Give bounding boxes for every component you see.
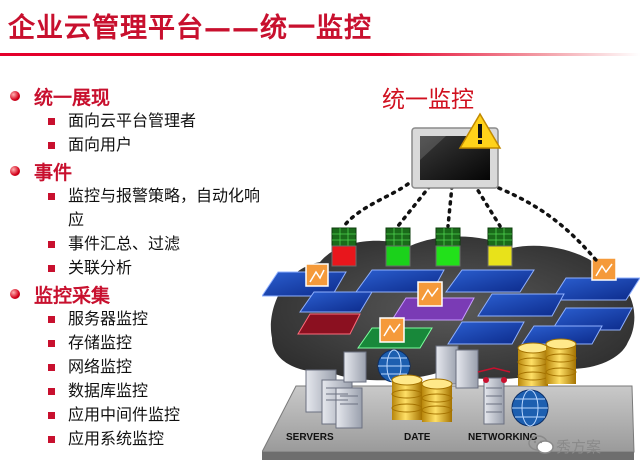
chat-icon (528, 435, 554, 454)
connection-lines (342, 180, 598, 262)
square-bullet-icon (48, 193, 55, 200)
servers-label: SERVERS (286, 432, 334, 443)
square-bullet-icon (48, 316, 55, 323)
list-item-label: 存储监控 (68, 333, 133, 352)
section-bullet-icon (10, 91, 20, 101)
square-bullet-icon (48, 388, 55, 395)
list-item: 事件汇总、过滤 (10, 232, 260, 256)
section-heading: 事件 (10, 157, 260, 184)
indicator-green-1 (385, 227, 411, 267)
warning-triangle-icon (458, 112, 502, 149)
square-bullet-icon (48, 118, 55, 125)
monitor-icon (411, 127, 499, 189)
list-item-label: 网络监控 (68, 357, 133, 376)
list-item: 关联分析 (10, 256, 260, 280)
network-tower-icon (477, 367, 511, 425)
date-label: DATE (404, 432, 431, 443)
list-item: 面向云平台管理者 (10, 109, 260, 133)
title-underline (0, 53, 640, 56)
section-bullet-icon (10, 166, 20, 176)
agent-icons (305, 257, 617, 343)
page-title: 企业云管理平台——统一监控 (8, 13, 372, 44)
list-item-label: 应用系统监控 (68, 429, 165, 448)
servers-icon (305, 345, 479, 429)
list-item: 数据库监控 (10, 379, 260, 403)
section-label: 事件 (34, 162, 73, 184)
storage-drums-icon (391, 338, 577, 422)
networking-label: NETWORKING (468, 432, 538, 443)
indicator-yellow (487, 227, 513, 267)
section-label: 统一展现 (34, 87, 111, 109)
indicator-green-2 (435, 227, 461, 267)
square-bullet-icon (48, 340, 55, 347)
section-heading: 监控采集 (10, 280, 260, 307)
square-bullet-icon (48, 241, 55, 248)
list-item-label: 服务器监控 (68, 309, 149, 328)
section-bullet-icon (10, 289, 20, 299)
list-item: 服务器监控 (10, 307, 260, 331)
outline-list: 统一展现 面向云平台管理者 面向用户 事件 监控与报警策略，自动化响应 事件汇总… (10, 82, 260, 451)
list-item: 监控与报警策略，自动化响应 (10, 184, 260, 232)
square-bullet-icon (48, 412, 55, 419)
diagram-title: 统一监控 (382, 87, 474, 113)
monitoring-diagram: SERVERS DATE NETWORKING (262, 112, 640, 460)
list-item-label: 事件汇总、过滤 (68, 234, 181, 253)
status-indicators (331, 227, 513, 267)
indicator-red (331, 227, 357, 267)
list-item-label: 应用中间件监控 (68, 405, 181, 424)
list-item: 存储监控 (10, 331, 260, 355)
list-item: 应用中间件监控 (10, 403, 260, 427)
list-item-label: 面向云平台管理者 (68, 111, 197, 130)
list-item-label: 关联分析 (68, 258, 133, 277)
globe-icon (377, 349, 549, 427)
list-item-label: 面向用户 (68, 135, 133, 154)
section-heading: 统一展现 (10, 82, 260, 109)
tile-grid (262, 269, 640, 349)
list-item: 应用系统监控 (10, 427, 260, 451)
list-item: 网络监控 (10, 355, 260, 379)
square-bullet-icon (48, 436, 55, 443)
list-item-label: 数据库监控 (68, 381, 149, 400)
list-item: 面向用户 (10, 133, 260, 157)
list-item-label: 监控与报警策略，自动化响应 (68, 186, 261, 229)
square-bullet-icon (48, 142, 55, 149)
square-bullet-icon (48, 265, 55, 272)
section-label: 监控采集 (34, 285, 111, 307)
square-bullet-icon (48, 364, 55, 371)
watermark: 秀方案 (556, 438, 602, 456)
